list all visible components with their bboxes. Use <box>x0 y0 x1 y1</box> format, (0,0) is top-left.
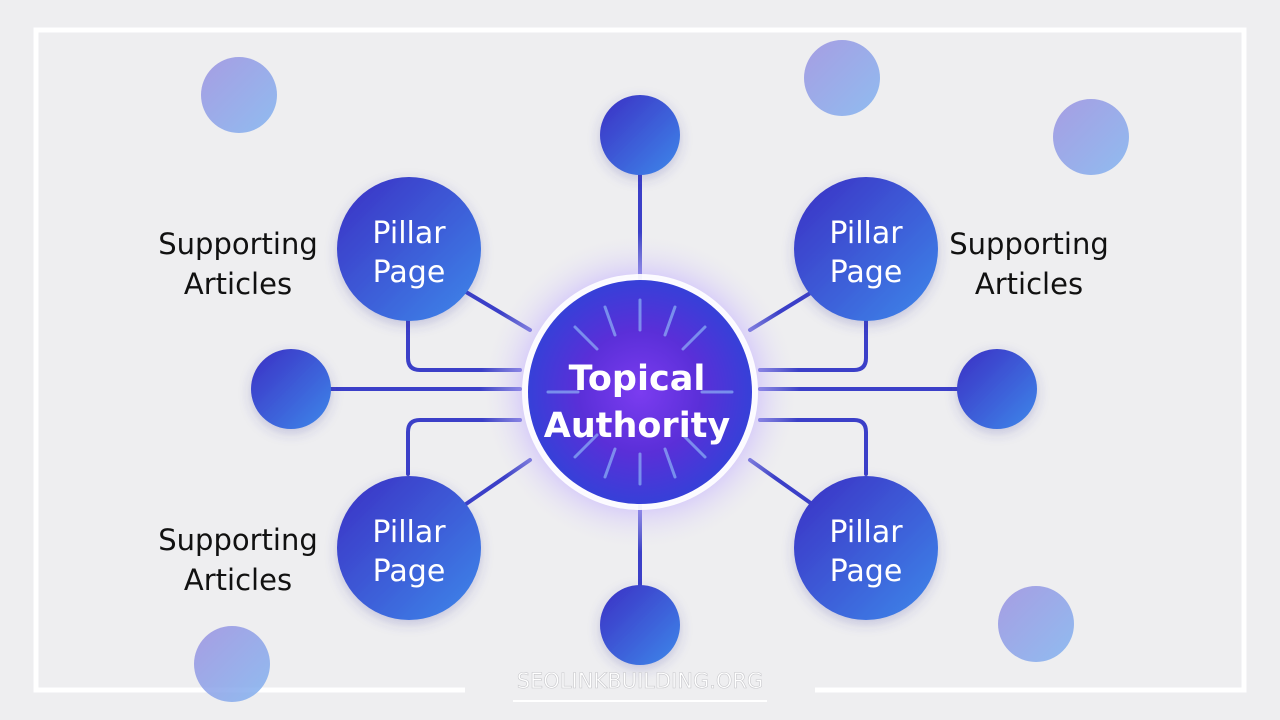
pillar-label-line1: Pillar <box>372 515 446 550</box>
connector-elbow-bottom-left <box>406 418 522 476</box>
supporting-label-bottom-left: Supporting Articles <box>158 523 318 597</box>
decorative-circle <box>1053 99 1129 175</box>
footer-text: SEOLINKBUILDING.ORG <box>517 669 764 693</box>
footer-watermark: SEOLINKBUILDING.ORG <box>513 669 767 702</box>
connector-elbow-bottom-right <box>758 418 868 476</box>
decorative-circles <box>194 40 1129 702</box>
supporting-label-top-left: Supporting Articles <box>158 227 318 301</box>
pillar-label-line1: Pillar <box>372 216 446 251</box>
decorative-circle <box>194 626 270 702</box>
pillar-node-top-right: Pillar Page <box>794 177 938 321</box>
center-title-line2: Authority <box>544 406 731 446</box>
supporting-label-line1: Supporting <box>158 523 318 557</box>
connector-elbow-top-left <box>406 318 522 372</box>
pillar-nodes: Pillar Page Pillar Page Pillar Page Pill… <box>337 177 938 620</box>
connector-elbow-top-right <box>758 318 868 372</box>
satellite-node-right <box>957 349 1037 429</box>
supporting-label-line2: Articles <box>184 267 292 301</box>
satellite-nodes <box>251 95 1037 665</box>
pillar-node-bottom-left: Pillar Page <box>337 476 481 620</box>
pillar-label-line2: Page <box>373 554 446 589</box>
supporting-labels: Supporting Articles Supporting Articles … <box>158 227 1109 597</box>
supporting-label-line1: Supporting <box>949 227 1109 261</box>
pillar-node-top-left: Pillar Page <box>337 177 481 321</box>
satellite-node-top <box>600 95 680 175</box>
center-rays <box>546 298 734 486</box>
satellite-node-left <box>251 349 331 429</box>
supporting-label-line2: Articles <box>184 563 292 597</box>
supporting-label-line1: Supporting <box>158 227 318 261</box>
center-title-line1: Topical <box>569 359 706 399</box>
pillar-label-line1: Pillar <box>829 216 903 251</box>
pillar-label-line1: Pillar <box>829 515 903 550</box>
pillar-node-bottom-right: Pillar Page <box>794 476 938 620</box>
supporting-label-top-right: Supporting Articles <box>949 227 1109 301</box>
decorative-circle <box>201 57 277 133</box>
satellite-node-bottom <box>600 585 680 665</box>
decorative-circle <box>998 586 1074 662</box>
center-node: Topical Authority <box>480 232 800 552</box>
supporting-label-line2: Articles <box>975 267 1083 301</box>
frame-border <box>33 27 1247 693</box>
pillar-label-line2: Page <box>373 255 446 290</box>
decorative-circle <box>804 40 880 116</box>
pillar-label-line2: Page <box>830 255 903 290</box>
pillar-label-line2: Page <box>830 554 903 589</box>
